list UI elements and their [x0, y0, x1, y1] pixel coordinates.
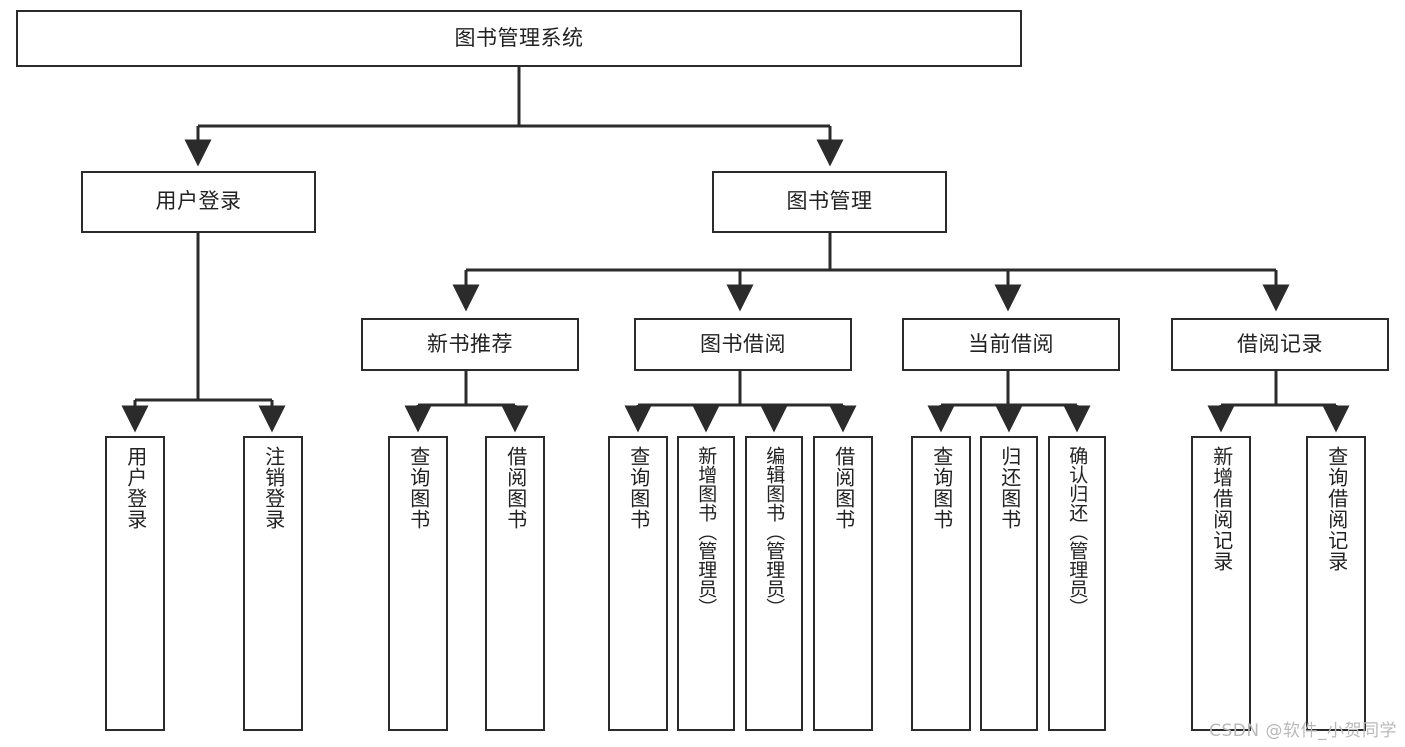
leaf-add-borrow-record[interactable]: 新增借阅记录 [1191, 436, 1251, 731]
node-book-management-label: 图书管理 [786, 189, 873, 214]
leaf-add-book-admin[interactable]: 新增图书（管理员） [677, 436, 735, 731]
leaf-query-book-current-label: 查询图书 [929, 446, 954, 530]
node-book-borrow[interactable]: 图书借阅 [634, 318, 852, 371]
node-root[interactable]: 图书管理系统 [16, 10, 1022, 67]
leaf-user-login[interactable]: 用户登录 [105, 436, 165, 731]
leaf-query-book-borrow-label: 查询图书 [626, 446, 651, 530]
node-book-borrow-label: 图书借阅 [700, 331, 786, 356]
node-borrow-record-label: 借阅记录 [1237, 331, 1323, 356]
leaf-query-book-current[interactable]: 查询图书 [911, 436, 971, 731]
node-borrow-record[interactable]: 借阅记录 [1171, 318, 1389, 371]
leaf-add-borrow-record-label: 新增借阅记录 [1209, 446, 1234, 572]
leaf-logout-label: 注销登录 [261, 446, 286, 530]
leaf-query-borrow-record-label: 查询借阅记录 [1324, 446, 1349, 572]
leaf-user-login-label: 用户登录 [123, 446, 148, 530]
leaf-borrow-book-recommend-label: 借阅图书 [503, 446, 528, 530]
leaf-query-book-recommend-label: 查询图书 [406, 446, 431, 530]
leaf-logout[interactable]: 注销登录 [243, 436, 303, 731]
node-book-management[interactable]: 图书管理 [712, 171, 947, 233]
leaf-return-book-label: 归还图书 [997, 446, 1022, 530]
leaf-borrow-book[interactable]: 借阅图书 [813, 436, 873, 731]
leaf-query-book-recommend[interactable]: 查询图书 [388, 436, 448, 731]
leaf-edit-book-admin-label: 编辑图书（管理员） [763, 446, 786, 617]
leaf-edit-book-admin[interactable]: 编辑图书（管理员） [745, 436, 803, 731]
leaf-query-book-borrow[interactable]: 查询图书 [608, 436, 668, 731]
leaf-query-borrow-record[interactable]: 查询借阅记录 [1306, 436, 1366, 731]
leaf-add-book-admin-label: 新增图书（管理员） [695, 446, 718, 617]
node-root-label: 图书管理系统 [454, 25, 584, 50]
node-new-book-recommend-label: 新书推荐 [427, 331, 513, 356]
leaf-confirm-return-admin[interactable]: 确认归还（管理员） [1048, 436, 1106, 731]
node-new-book-recommend[interactable]: 新书推荐 [361, 318, 579, 371]
node-current-borrow[interactable]: 当前借阅 [902, 318, 1120, 371]
leaf-borrow-book-recommend[interactable]: 借阅图书 [485, 436, 545, 731]
leaf-confirm-return-admin-label: 确认归还（管理员） [1066, 446, 1089, 617]
leaf-return-book[interactable]: 归还图书 [980, 436, 1038, 731]
leaf-borrow-book-label: 借阅图书 [831, 446, 856, 530]
node-current-borrow-label: 当前借阅 [968, 331, 1054, 356]
node-user-login-label: 用户登录 [155, 189, 242, 214]
node-user-login[interactable]: 用户登录 [81, 171, 316, 233]
